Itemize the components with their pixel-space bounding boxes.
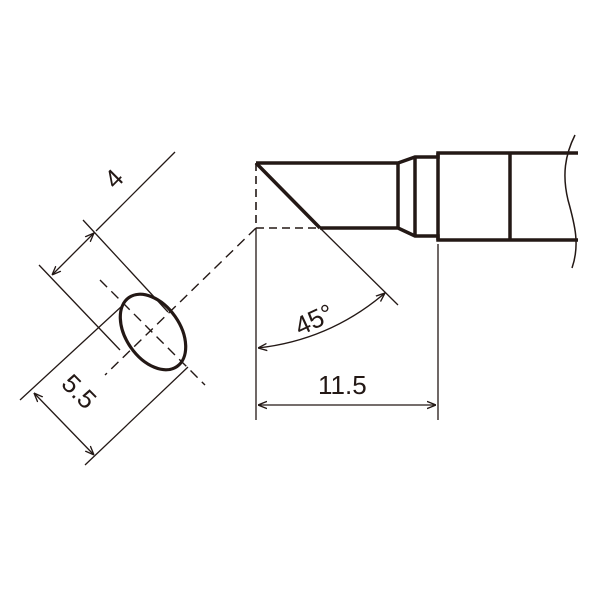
- center-line-diagonal: [104, 227, 257, 376]
- width-dimension: [38, 151, 176, 351]
- break-line: [564, 134, 577, 269]
- angle-label: 45°: [290, 298, 338, 342]
- thickness-dimension: [19, 305, 189, 466]
- width-label: 4: [98, 163, 129, 194]
- length-dimension: [255, 228, 439, 420]
- angle-dimension: [258, 227, 399, 348]
- length-label: 11.5: [318, 370, 367, 400]
- tip-face-ellipse: [118, 292, 188, 372]
- tip-side-view: [254, 151, 578, 242]
- center-line-cross: [99, 279, 206, 386]
- thickness-label: 5.5: [56, 368, 103, 415]
